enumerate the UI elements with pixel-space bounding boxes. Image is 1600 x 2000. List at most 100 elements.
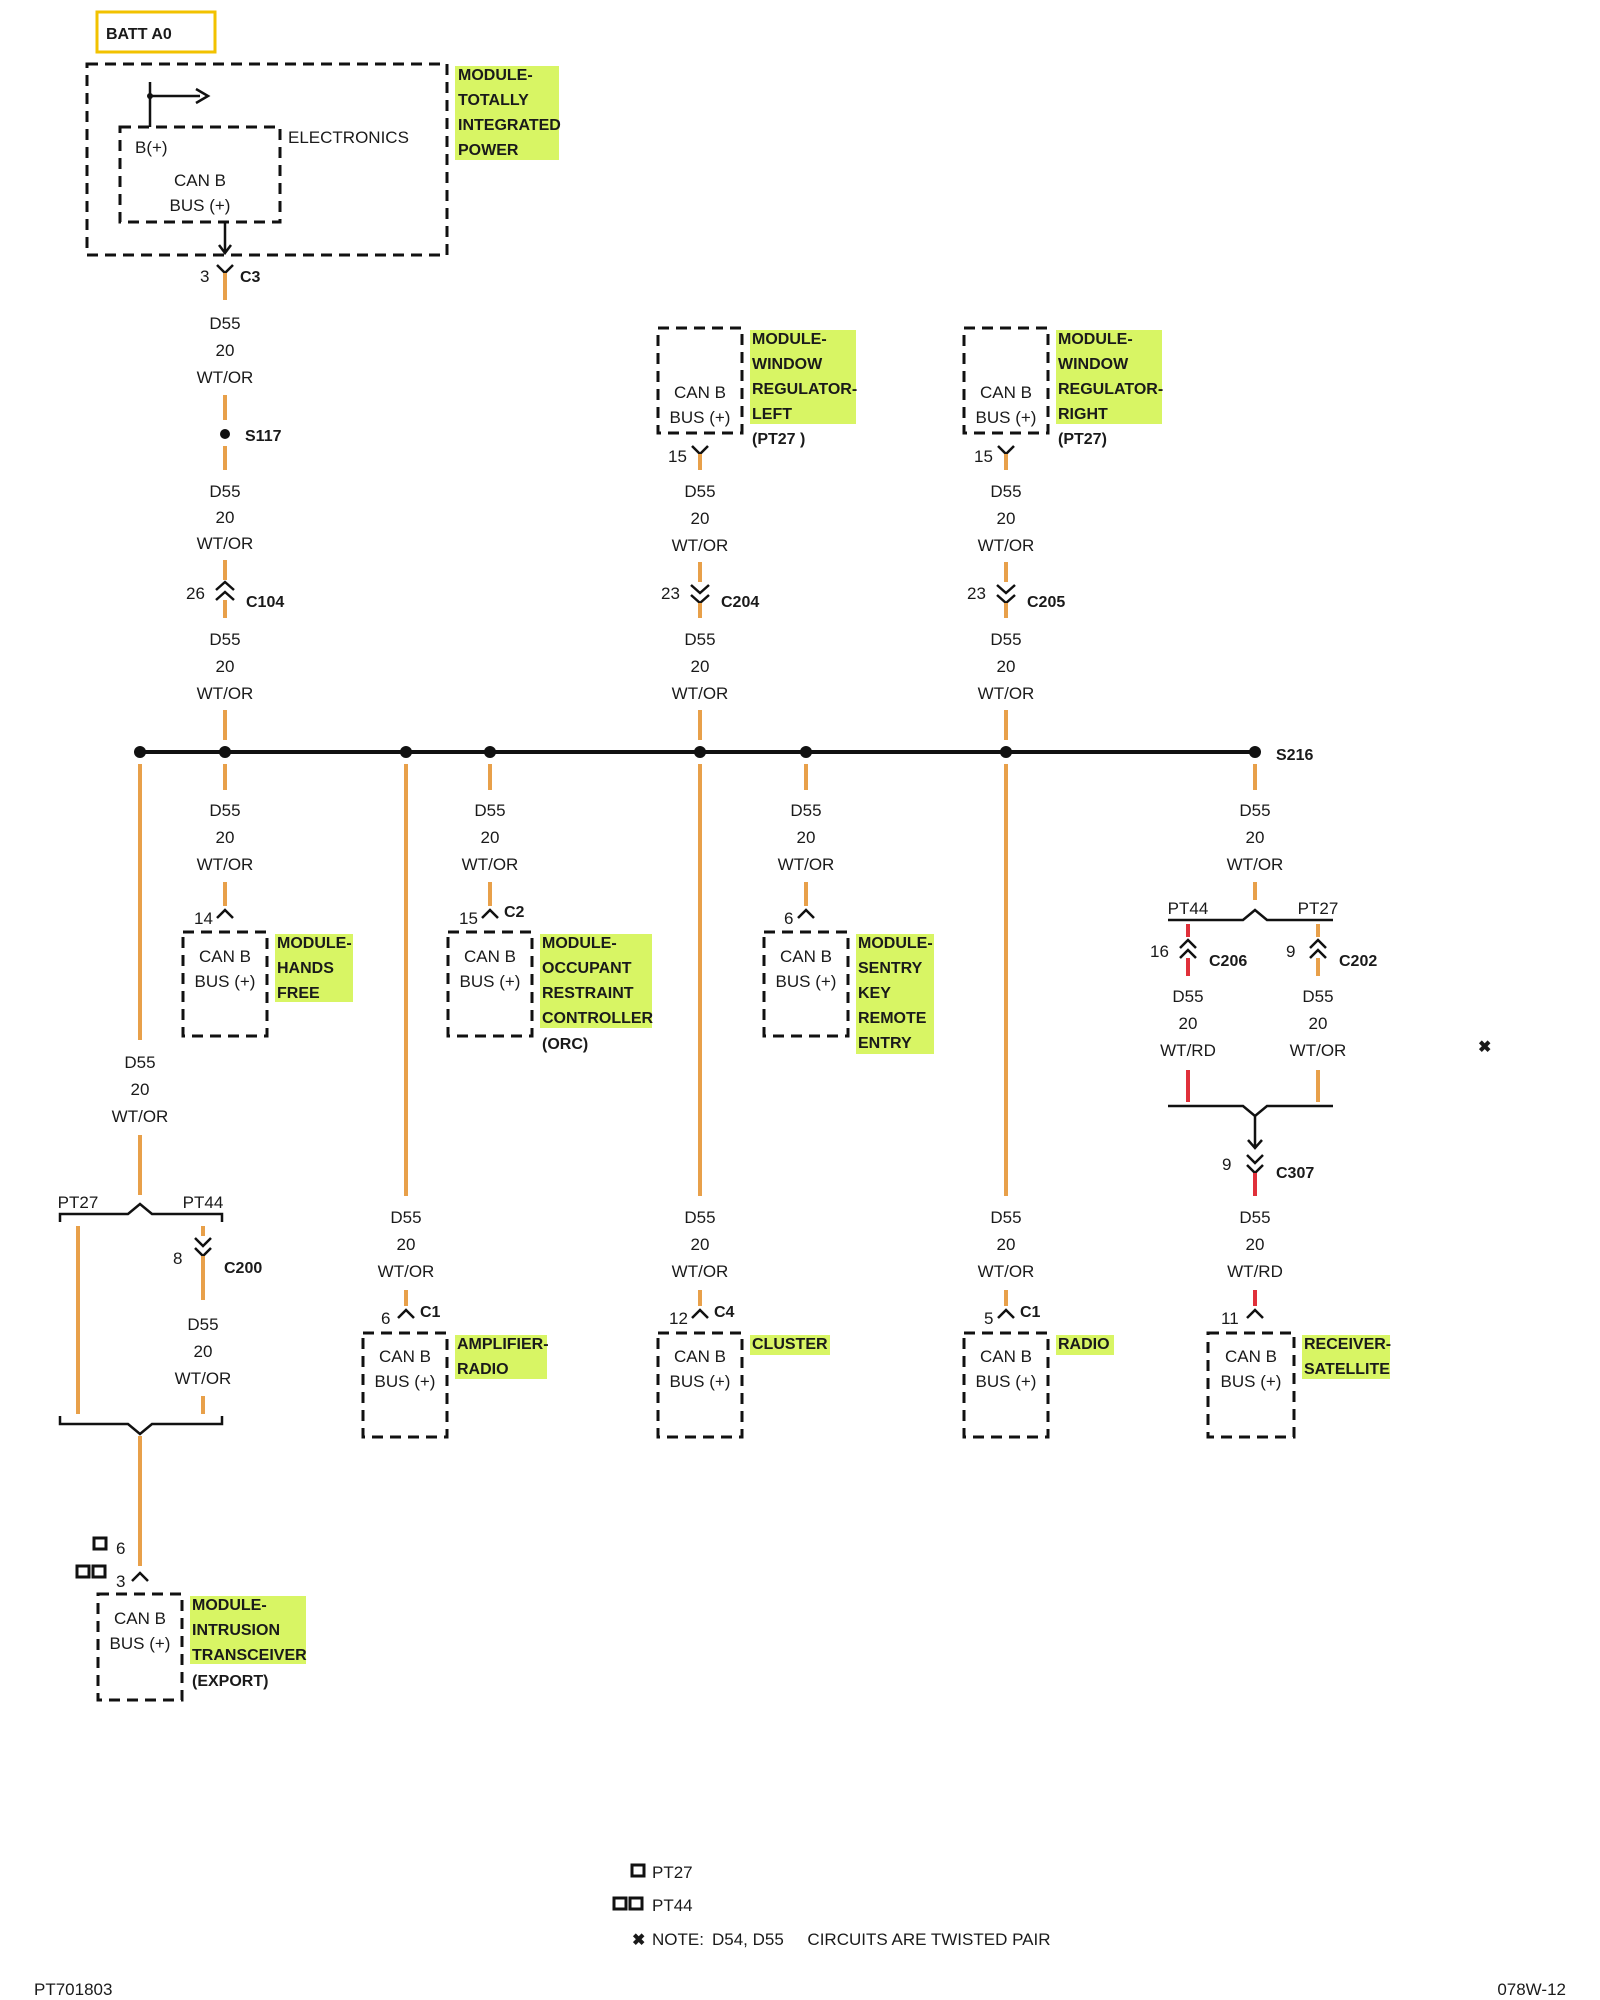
svg-text:D55: D55 [209, 314, 240, 333]
c307-pin: 9 [1222, 1155, 1231, 1174]
branch-pt44-label: PT44 [1168, 899, 1209, 918]
c204-connector-icon [690, 584, 710, 605]
wire-label-cluster: D55 20 WT/OR [672, 1208, 729, 1281]
wrr-bus-plus: BUS (+) [976, 408, 1037, 427]
wrr-sub: (PT27) [1058, 431, 1107, 448]
tipm-outer-box [85, 62, 449, 257]
svg-text:HANDS: HANDS [277, 960, 334, 977]
svg-text:WT/OR: WT/OR [1227, 855, 1284, 874]
itm-can-b: CAN B [114, 1609, 166, 1628]
itm-pin-b: 3 [116, 1572, 125, 1591]
svg-text:MODULE-: MODULE- [458, 67, 533, 84]
orc-conn: C2 [504, 904, 525, 921]
pt27-square-icon [92, 1536, 108, 1551]
svg-text:SATELLITE: SATELLITE [1304, 1361, 1390, 1378]
svg-text:MODULE-: MODULE- [277, 935, 352, 952]
svg-text:D55: D55 [124, 1053, 155, 1072]
svg-text:WT/OR: WT/OR [378, 1262, 435, 1281]
c202-connector-icon [1309, 938, 1327, 959]
svg-text:20: 20 [1179, 1014, 1198, 1033]
svg-text:RADIO: RADIO [457, 1361, 509, 1378]
cluster-pin: 12 [669, 1309, 688, 1328]
itm-bus-plus: BUS (+) [110, 1634, 171, 1653]
svg-text:WT/OR: WT/OR [175, 1369, 232, 1388]
wire-label-itm: D55 20 WT/OR [112, 1053, 169, 1126]
svg-text:WINDOW: WINDOW [752, 356, 823, 373]
svg-text:WINDOW: WINDOW [1058, 356, 1129, 373]
wrl-highlight: MODULE- WINDOW REGULATOR- LEFT [750, 330, 857, 424]
amp-box [361, 1331, 449, 1439]
svg-text:FREE: FREE [277, 985, 320, 1002]
itm-pin-a: 6 [116, 1539, 125, 1558]
svg-text:WT/OR: WT/OR [462, 855, 519, 874]
tipm-inner-box [118, 125, 282, 224]
c202-pin: 9 [1286, 942, 1295, 961]
wire-label-c202: D55 20 WT/OR [1290, 987, 1347, 1060]
wrr-can-b: CAN B [980, 383, 1032, 402]
c206-label: C206 [1209, 953, 1247, 970]
skreem-pin: 6 [784, 909, 793, 928]
svg-text:KEY: KEY [858, 985, 891, 1002]
svg-text:RIGHT: RIGHT [1058, 406, 1108, 423]
itm-branch-pt44: PT44 [183, 1193, 224, 1212]
svg-text:D55: D55 [390, 1208, 421, 1227]
radio-bus-plus: BUS (+) [976, 1372, 1037, 1391]
hfm-can-b: CAN B [199, 947, 251, 966]
sdars-connector-icon [1246, 1308, 1264, 1319]
skreem-highlight: MODULE- SENTRY KEY REMOTE ENTRY [856, 934, 934, 1054]
radio-connector-icon [997, 1308, 1015, 1319]
skreem-can-b: CAN B [780, 947, 832, 966]
orc-highlight: MODULE- OCCUPANT RESTRAINT CONTROLLER [540, 934, 654, 1028]
hfm-connector-icon [216, 908, 234, 919]
skreem-bus-plus: BUS (+) [776, 972, 837, 991]
svg-text:WT/OR: WT/OR [672, 684, 729, 703]
svg-text:20: 20 [1309, 1014, 1328, 1033]
amp-can-b: CAN B [379, 1347, 431, 1366]
itm-brace-bottom [58, 1416, 224, 1436]
itm-sub: (EXPORT) [192, 1673, 268, 1690]
svg-text:INTEGRATED: INTEGRATED [458, 117, 561, 134]
svg-text:REMOTE: REMOTE [858, 1010, 927, 1027]
radio-can-b: CAN B [980, 1347, 1032, 1366]
c200-label: C200 [224, 1260, 262, 1277]
branch-brace-bottom [1168, 1104, 1333, 1118]
itm-connector-icon [131, 1571, 149, 1582]
amp-conn: C1 [420, 1304, 441, 1321]
legend-pt44-icon-b [628, 1896, 644, 1911]
tipm-electronics: ELECTRONICS [288, 128, 409, 147]
c204-pin: 23 [661, 584, 680, 603]
cluster-conn: C4 [714, 1304, 735, 1321]
svg-text:20: 20 [691, 509, 710, 528]
radio-box [962, 1331, 1050, 1439]
c3-connector-icon [216, 264, 234, 275]
svg-text:20: 20 [691, 1235, 710, 1254]
svg-text:D55: D55 [209, 801, 240, 820]
sdars-can-b: CAN B [1225, 1347, 1277, 1366]
legend-pt27: PT27 [652, 1863, 693, 1882]
hfm-highlight: MODULE- HANDS FREE [275, 934, 353, 1002]
hfm-box [181, 930, 269, 1038]
svg-text:D55: D55 [684, 482, 715, 501]
svg-text:MODULE-: MODULE- [752, 331, 827, 348]
legend-pt44: PT44 [652, 1896, 693, 1915]
footer-left: PT701803 [34, 1980, 112, 1999]
wire-label-wrr: D55 20 WT/OR [978, 482, 1035, 555]
svg-text:RADIO: RADIO [1058, 1336, 1110, 1353]
s117-splice-dot [220, 429, 230, 439]
c104-label: C104 [246, 594, 284, 611]
legend-note-prefix: NOTE: [652, 1930, 704, 1949]
svg-text:WT/OR: WT/OR [197, 684, 254, 703]
pt44-square-icon-a [75, 1564, 91, 1579]
wrl-sub: (PT27 ) [752, 431, 805, 448]
itm-branch-pt27: PT27 [58, 1193, 99, 1212]
wrl-box [656, 326, 744, 435]
svg-text:D55: D55 [684, 1208, 715, 1227]
c206-connector-icon [1179, 938, 1197, 959]
svg-text:20: 20 [194, 1342, 213, 1361]
wrr-box [962, 326, 1050, 435]
legend-twisted-icon: ✖ [632, 1932, 645, 1949]
wire-label-c205-bus: D55 20 WT/OR [978, 630, 1035, 703]
orc-can-b: CAN B [464, 947, 516, 966]
wire-label-wrl: D55 20 WT/OR [672, 482, 729, 555]
hfm-pin: 14 [194, 909, 213, 928]
